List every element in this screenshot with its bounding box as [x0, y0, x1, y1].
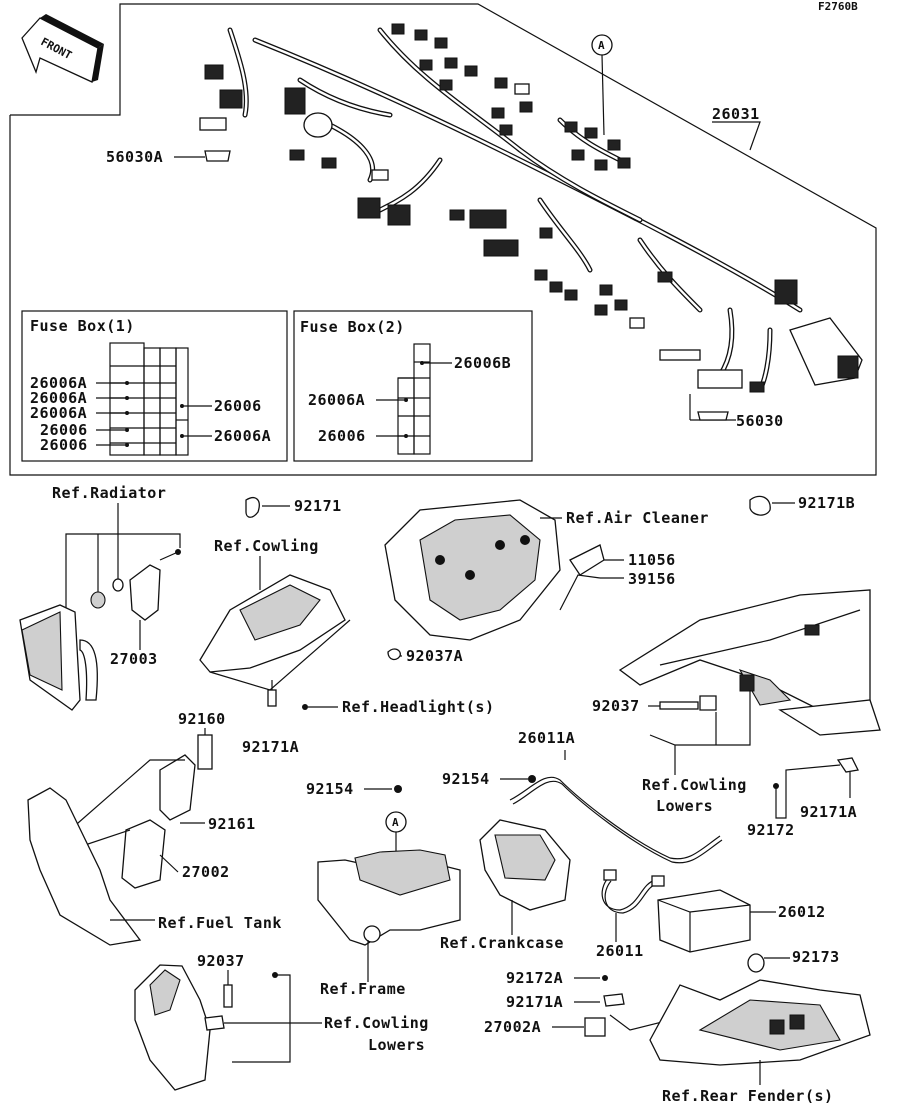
label-26011: 26011: [596, 942, 644, 960]
fb1-label-3: 26006A: [30, 404, 87, 422]
fb2-label-2: 26006: [318, 427, 366, 445]
label-92037-right: 92037: [592, 697, 640, 715]
label-92173: 92173: [792, 948, 840, 966]
fb1-label-right-2: 26006A: [214, 427, 271, 445]
callout-a-label: A: [598, 39, 605, 52]
fb1-label-2: 26006A: [30, 389, 87, 407]
fuse-box-2-title: Fuse Box(2): [300, 318, 405, 336]
label-92171-top: 92171: [294, 497, 342, 515]
ref-cowling-lowers-r2: Lowers: [656, 797, 713, 815]
ref-rear-fender-label: Ref.Rear Fender(s): [662, 1087, 834, 1103]
fb1-label-5: 26006: [40, 436, 88, 454]
right-cowling-lowers-assembly: 92037 Ref.Cowling Lowers 92171A 92172: [592, 589, 881, 839]
label-92161: 92161: [208, 815, 256, 833]
frame-assembly: A Ref.Frame: [317, 811, 461, 998]
ground-cable-26011a: 26011A 92154 92154: [306, 729, 723, 864]
label-26011a: 26011A: [518, 729, 575, 747]
cowling-assembly: Ref.Cowling Ref.Headlight(s) 92171A: [199, 537, 495, 756]
harness-frame: [9, 3, 877, 476]
clamp-92171: 92171: [245, 497, 342, 518]
fb1-label-4: 26006: [40, 421, 88, 439]
ref-cowling-lowers-b1: Ref.Cowling: [324, 1014, 429, 1032]
ref-frame-label: Ref.Frame: [320, 980, 406, 998]
ref-radiator-label: Ref.Radiator: [52, 484, 166, 502]
label-92172a: 92172A: [506, 969, 563, 987]
label-92172: 92172: [747, 821, 795, 839]
left-cowling-lowers-assembly: 92037 Ref.Cowling Lowers: [134, 952, 429, 1091]
ref-fuel-tank-label: Ref.Fuel Tank: [158, 914, 282, 932]
label-92171a-2: 92171A: [800, 803, 857, 821]
ref-air-cleaner-label: Ref.Air Cleaner: [566, 509, 709, 527]
label-92154-b: 92154: [442, 770, 490, 788]
ref-cowling-lowers-r1: Ref.Cowling: [642, 776, 747, 794]
ecu-assembly: 92160 27002 92161 Ref.Fuel Tank: [27, 710, 282, 946]
battery-26012: 26012: [657, 889, 826, 953]
label-92171b: 92171B: [798, 494, 855, 512]
label-39156: 39156: [628, 570, 676, 588]
label-92037-bottom: 92037: [197, 952, 245, 970]
ref-cowling-lowers-b2: Lowers: [368, 1036, 425, 1054]
radiator-assembly: Ref.Radiator 27003: [19, 484, 181, 711]
label-26012: 26012: [778, 903, 826, 921]
label-27002: 27002: [182, 863, 230, 881]
label-92154-a: 92154: [306, 780, 354, 798]
figure-code: F2760B: [818, 0, 858, 13]
fb1-label-1: 26006A: [30, 374, 87, 392]
callout-a-bottom-label: A: [392, 816, 399, 829]
label-56030a: 56030A: [106, 148, 163, 166]
cable-26011: 26011: [596, 869, 665, 960]
label-92171a-1: 92171A: [242, 738, 299, 756]
air-cleaner-assembly: Ref.Air Cleaner 11056 39156 92037A: [384, 499, 709, 665]
fb1-label-right-1: 26006: [214, 397, 262, 415]
fuse-box-1-panel: Fuse Box(1) 26006A 26006A 26006A 26006 2…: [21, 310, 288, 462]
crankcase-assembly: Ref.Crankcase: [440, 819, 571, 952]
ref-headlight-label: Ref.Headlight(s): [342, 698, 495, 716]
label-27003: 27003: [110, 650, 158, 668]
front-arrow-icon: FRONT: [21, 14, 104, 83]
label-92037a: 92037A: [406, 647, 463, 665]
clamp-92171b: 92171B: [749, 494, 855, 516]
fb2-label-1: 26006A: [308, 391, 365, 409]
label-26031: 26031: [712, 105, 760, 123]
ref-crankcase-label: Ref.Crankcase: [440, 934, 564, 952]
fuse-box-2-panel: Fuse Box(2) 26006B 26006A 26006: [293, 310, 533, 462]
label-56030: 56030: [736, 412, 784, 430]
label-27002a: 27002A: [484, 1018, 541, 1036]
main-wiring-harness: [199, 23, 863, 393]
fb2-label-top: 26006B: [454, 354, 511, 372]
callout-a-top: A: [591, 34, 613, 136]
label-92160: 92160: [178, 710, 226, 728]
label-11056: 11056: [628, 551, 676, 569]
label-92171a-3: 92171A: [506, 993, 563, 1011]
rear-fender-assembly: 92173 92172A 92171A 27002A Ref.Rear Fend…: [484, 948, 871, 1103]
ref-cowling-label: Ref.Cowling: [214, 537, 319, 555]
fuse-box-1-title: Fuse Box(1): [30, 317, 135, 335]
